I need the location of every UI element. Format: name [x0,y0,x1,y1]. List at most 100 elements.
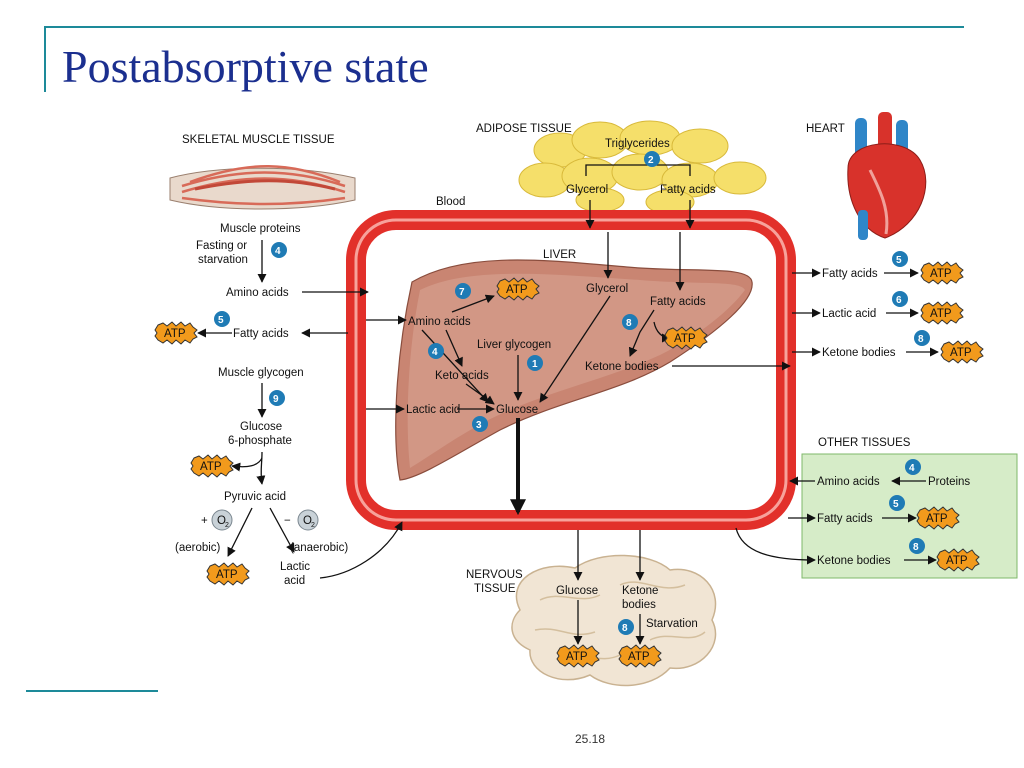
nervous-ketone-label-2: bodies [622,599,656,611]
step-badge-4-other: 4 [905,459,921,475]
step-number: 5 [218,315,224,326]
liver-amino-acids-label: Amino acids [408,316,471,328]
atp-label: ATP [506,284,528,296]
heart-fatty-acids-label: Fatty acids [822,268,878,280]
oxygen-anaerobic-icon: O 2 [297,509,319,531]
atp-other-fatty: ATP [916,506,960,530]
arrow-pyruvic-anaerobic [269,507,295,553]
step-number: 3 [476,420,482,431]
step-badge-4-muscle: 4 [271,242,287,258]
arrow-g6p-to-pyruvic [256,451,266,485]
arrow-keto-to-glucose [465,383,495,405]
atp-label: ATP [216,569,238,581]
step-badge-7-liver: 7 [455,283,471,299]
atp-label: ATP [566,651,588,663]
heart-lactic-acid-label: Lactic acid [822,308,876,320]
triglyceride-split-right [650,164,691,176]
step-badge-9-muscle: 9 [269,390,285,406]
other-ketone-bodies-label: Ketone bodies [817,555,891,567]
atp-label: ATP [930,268,952,280]
bottom-divider-line [26,690,158,692]
anaerobic-label: (anaerobic) [290,542,348,554]
minus-o2-sign: − [284,515,291,527]
aerobic-label: (aerobic) [175,542,221,554]
liver-lactic-acid-label: Lactic acid [406,404,460,416]
atp-label: ATP [628,651,650,663]
triglycerides-label: Triglycerides [605,138,670,150]
liver-ketone-bodies-label: Ketone bodies [585,361,659,373]
step-badge-3-liver: 3 [472,416,488,432]
step-badge-5-other: 5 [889,495,905,511]
arrow-lactic-to-blood [319,521,403,579]
atp-muscle-fatty: ATP [154,321,198,345]
muscle-glycogen-label: Muscle glycogen [218,367,304,379]
atp-label: ATP [674,333,696,345]
page-number: 25.18 [574,732,606,746]
nervous-glucose-label: Glucose [556,585,598,597]
step-number: 1 [532,359,538,370]
oxygen-aerobic-subscript: 2 [225,522,229,529]
atp-heart-fatty: ATP [920,261,964,285]
step-number: 8 [622,623,628,634]
muscle-fatty-acids-label: Fatty acids [233,328,289,340]
step-number: 7 [459,287,465,298]
step-number: 9 [273,394,279,405]
atp-liver-fatty: ATP [664,326,708,350]
adipose-glycerol-label: Glycerol [566,184,608,196]
step-number: 4 [432,347,438,358]
arrow-glycerol-to-glucose [539,295,611,403]
atp-other-ketone: ATP [936,548,980,572]
atp-badges: ATP ATP ATP ATP ATP ATP ATP ATP ATP ATP … [154,261,984,668]
oxygen-aerobic-text: O [217,515,226,527]
atp-muscle-g6p: ATP [190,454,234,478]
atp-heart-ketone: ATP [940,340,984,364]
step-number: 4 [909,463,915,474]
label-skeletal-muscle: SKELETAL MUSCLE TISSUE [182,134,335,146]
arrow-amino-to-atp [451,294,495,313]
atp-brain-glucose: ATP [556,644,600,668]
liver-glycerol-label: Glycerol [586,283,628,295]
step-badge-5-heart: 5 [892,251,908,267]
atp-label: ATP [926,513,948,525]
step-number: 5 [896,255,902,266]
nervous-ketone-label-1: Ketone [622,585,658,597]
arrow-amino-to-glucose [421,329,489,403]
left-divider-line [44,26,46,92]
page-title: Postabsorptive state [62,41,429,92]
starvation-label-text: starvation [198,254,248,266]
label-adipose: ADIPOSE TISSUE [476,123,572,135]
label-heart: HEART [806,123,845,135]
arrow-pyruvic-aerobic [227,507,253,557]
atp-label: ATP [946,555,968,567]
other-proteins-label: Proteins [928,476,970,488]
arrow-fatty-to-ketone [628,309,655,357]
atp-label: ATP [200,461,222,473]
top-divider-line [44,26,964,28]
step-number: 8 [626,318,632,329]
label-liver: LIVER [543,249,576,261]
step-badge-4-liver: 4 [428,343,444,359]
liver-fatty-acids-label: Fatty acids [650,296,706,308]
liver-glycogen-label: Liver glycogen [477,339,551,351]
liver-glucose-label: Glucose [496,404,538,416]
step-badge-8-nervous: 8 [618,619,634,635]
label-blood: Blood [436,196,465,208]
adipose-fatty-acids-label: Fatty acids [660,184,716,196]
muscle-tissue-icon [169,165,356,210]
arrow-blood-ketone-to-other [735,527,816,565]
oxygen-anaerobic-subscript: 2 [311,522,315,529]
atp-label: ATP [930,308,952,320]
muscle-amino-acids-label: Amino acids [226,287,289,299]
step-badge-8-liver: 8 [622,314,638,330]
step-number: 8 [913,542,919,553]
atp-muscle-aerobic: ATP [206,562,250,586]
step-number: 8 [918,334,924,345]
step-number: 6 [896,295,902,306]
step-number: 2 [648,155,654,166]
atp-label: ATP [950,347,972,359]
other-amino-acids-label: Amino acids [817,476,880,488]
step-badges: 2 4 5 9 7 4 1 3 8 5 6 8 4 5 8 8 [214,151,930,635]
step-badge-8-heart: 8 [914,330,930,346]
glucose-6p-label-1: Glucose [240,421,282,433]
